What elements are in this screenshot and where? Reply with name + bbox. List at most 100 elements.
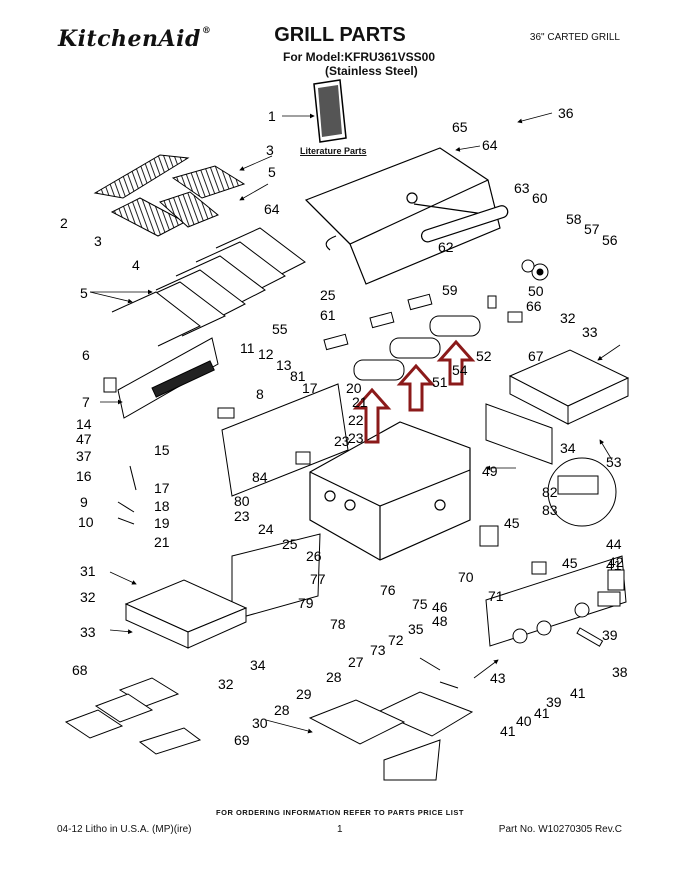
callout-4: 4 xyxy=(132,257,140,273)
callout-17a: 17 xyxy=(302,380,318,396)
callout-33b: 33 xyxy=(582,324,598,340)
callout-71: 71 xyxy=(488,588,504,604)
callout-8: 8 xyxy=(256,386,264,402)
grill-firebox xyxy=(309,421,471,561)
highlight-arrow-2 xyxy=(396,363,436,412)
callout-9: 9 xyxy=(80,494,88,510)
storage-drawer-lower xyxy=(124,579,248,649)
callout-15: 15 xyxy=(154,442,170,458)
callout-41b: 41 xyxy=(534,705,550,721)
callout-23c: 23 xyxy=(334,433,350,449)
callout-44: 44 xyxy=(606,536,622,552)
callout-23a: 23 xyxy=(348,430,364,446)
callout-51: 51 xyxy=(432,374,448,390)
callout-52: 52 xyxy=(476,348,492,364)
control-panel xyxy=(485,555,627,647)
cart-base xyxy=(64,677,474,781)
highlight-arrow-3 xyxy=(436,339,476,386)
callout-37: 37 xyxy=(76,448,92,464)
callout-50: 50 xyxy=(528,283,544,299)
callout-23b: 23 xyxy=(234,508,250,524)
page-title: GRILL PARTS xyxy=(274,24,406,46)
callout-67: 67 xyxy=(528,348,544,364)
callout-46: 46 xyxy=(432,599,448,615)
callout-56: 56 xyxy=(602,232,618,248)
page-number: 1 xyxy=(337,824,343,835)
highlight-arrows xyxy=(352,339,476,444)
callout-33a: 33 xyxy=(80,624,96,640)
callout-16: 16 xyxy=(76,468,92,484)
callout-84: 84 xyxy=(252,469,268,485)
callout-11: 11 xyxy=(240,340,255,356)
callout-38: 38 xyxy=(612,664,628,680)
callout-20: 20 xyxy=(346,380,362,396)
callout-69: 69 xyxy=(234,732,250,748)
callout-5b: 5 xyxy=(80,285,88,301)
burner-assembly xyxy=(323,293,481,381)
callout-54: 54 xyxy=(452,362,468,378)
callout-76: 76 xyxy=(380,582,396,598)
callout-62: 62 xyxy=(438,239,454,255)
literature-parts-label: Literature Parts xyxy=(300,146,367,156)
callout-34a: 34 xyxy=(250,657,266,673)
callout-6: 6 xyxy=(82,347,90,363)
rear-panels xyxy=(117,337,349,621)
callout-21b: 21 xyxy=(154,534,170,550)
callout-49: 49 xyxy=(482,463,498,479)
model-info: For Model:KFRU361VSS00 (Stainless Steel) xyxy=(283,50,483,78)
callout-42: 42 xyxy=(608,554,624,570)
callout-34b: 34 xyxy=(560,440,576,456)
callout-29: 29 xyxy=(296,686,312,702)
callout-42-alt: 41 xyxy=(606,557,622,573)
callout-28a: 28 xyxy=(326,669,342,685)
callout-45a: 45 xyxy=(504,515,520,531)
callout-32a: 32 xyxy=(80,589,96,605)
callout-24: 24 xyxy=(258,521,274,537)
callout-17b: 17 xyxy=(154,480,170,496)
callout-28b: 28 xyxy=(274,702,290,718)
callout-58: 58 xyxy=(566,211,582,227)
callout-19: 19 xyxy=(154,515,170,531)
callout-35: 35 xyxy=(408,621,424,637)
callout-64b: 64 xyxy=(482,137,498,153)
callout-82: 82 xyxy=(542,484,558,500)
callout-32b: 32 xyxy=(560,310,576,326)
part-number: Part No. W10270305 Rev.C xyxy=(498,824,622,835)
callout-66: 66 xyxy=(526,298,542,314)
cooking-grates xyxy=(93,154,246,237)
callout-65: 65 xyxy=(452,119,468,135)
ordering-note: FOR ORDERING INFORMATION REFER TO PARTS … xyxy=(216,808,464,817)
callout-73: 73 xyxy=(370,642,386,658)
callout-55: 55 xyxy=(272,321,288,337)
callout-27: 27 xyxy=(348,654,364,670)
highlight-arrow-1 xyxy=(352,387,392,444)
callout-83: 83 xyxy=(542,502,558,518)
callout-81: 81 xyxy=(290,368,306,384)
callout-47: 47 xyxy=(76,431,92,447)
callout-30: 30 xyxy=(252,715,268,731)
callout-31: 31 xyxy=(80,563,96,579)
callout-41c: 41 xyxy=(570,685,586,701)
brand-name: KitchenAid xyxy=(58,26,201,52)
finish-line: (Stainless Steel) xyxy=(325,64,418,78)
callout-63: 63 xyxy=(514,180,530,196)
flame-tamers xyxy=(111,227,306,347)
grill-hood xyxy=(304,147,509,285)
litho-info: 04-12 Litho in U.S.A. (MP)(ire) xyxy=(57,824,192,835)
callout-57: 57 xyxy=(584,221,600,237)
callout-75: 75 xyxy=(412,596,428,612)
callout-43: 43 xyxy=(490,670,506,686)
small-hardware xyxy=(103,377,625,689)
callout-26: 26 xyxy=(306,548,322,564)
registered-mark: ® xyxy=(201,26,212,36)
callout-59: 59 xyxy=(442,282,458,298)
literature-booklet xyxy=(313,79,347,143)
callout-2: 2 xyxy=(60,215,68,231)
brand-logo: KitchenAid® xyxy=(58,26,211,52)
callout-13: 13 xyxy=(276,357,292,373)
callout-18: 18 xyxy=(154,498,170,514)
storage-drawer-upper xyxy=(485,349,630,465)
callout-70: 70 xyxy=(458,569,474,585)
callout-48: 48 xyxy=(432,613,448,629)
